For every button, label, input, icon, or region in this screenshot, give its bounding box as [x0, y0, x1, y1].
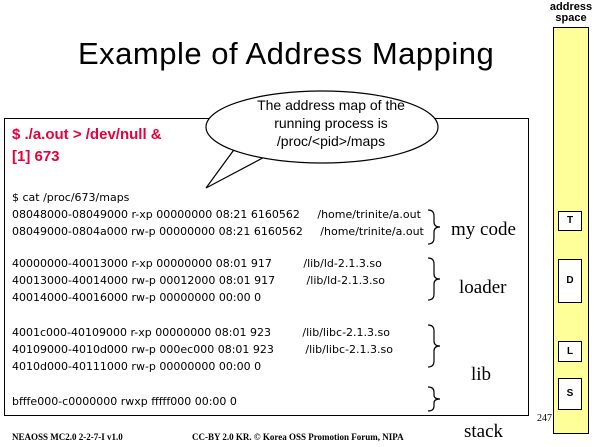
address-space-label: address space: [548, 2, 594, 24]
brace-loader: [427, 257, 441, 301]
command-line-job: [1] 673: [12, 148, 60, 165]
map-line: bfffe000-c0000000 rwxp fffff000 00:00 0: [12, 395, 237, 408]
brace-lib: [427, 324, 441, 368]
footer-right: CC-BY 2.0 KR. © Korea OSS Promotion Foru…: [192, 432, 404, 442]
map-line: 40013000-40014000 rw-p 00012000 08:01 91…: [12, 274, 386, 287]
map-line: 40014000-40016000 rw-p 00000000 00:00 0: [12, 291, 262, 304]
map-line: 4010d000-40111000 rw-p 00000000 00:00 0: [12, 360, 262, 373]
bubble-line3: /proc/<pid>/maps: [276, 133, 386, 149]
speech-bubble: [205, 90, 439, 189]
bubble-text: The address map of the running process i…: [226, 96, 436, 150]
segment-lib: L: [558, 341, 582, 362]
footer-left: NEAOSS MC2.0 2-2-7-I v1.0: [12, 432, 123, 442]
segment-data: D: [558, 259, 582, 303]
label-loader: loader: [459, 277, 507, 298]
bubble-line1: The address map of the: [257, 97, 405, 113]
address-space-label-line2: space: [555, 12, 587, 24]
page-number: 247: [537, 413, 552, 424]
cat-command: $ cat /proc/673/maps: [12, 191, 130, 204]
map-line: 08049000-0804a000 rw-p 00000000 08:21 61…: [12, 225, 424, 238]
segment-stack: S: [558, 378, 582, 410]
map-line: 4001c000-40109000 r-xp 00000000 08:01 92…: [12, 326, 390, 339]
label-stack: stack: [464, 421, 504, 442]
brace-stack: [427, 386, 441, 412]
bubble-line2: running process is: [274, 115, 388, 131]
brace-my-code: [427, 209, 441, 245]
address-space-label-line1: address: [549, 1, 593, 13]
command-line-run: $ ./a.out > /dev/null &: [12, 126, 162, 143]
label-my-code: my code: [451, 219, 516, 240]
segment-text: T: [558, 211, 582, 231]
slide-title: Example of Address Mapping: [78, 36, 495, 71]
map-line: 40000000-40013000 r-xp 00000000 08:01 91…: [12, 257, 382, 270]
label-lib: lib: [471, 364, 492, 385]
map-line: 40109000-4010d000 rw-p 000ec000 08:01 92…: [12, 343, 393, 356]
map-line: 08048000-08049000 r-xp 00000000 08:21 61…: [12, 208, 421, 221]
terminal-box: [4, 118, 529, 416]
